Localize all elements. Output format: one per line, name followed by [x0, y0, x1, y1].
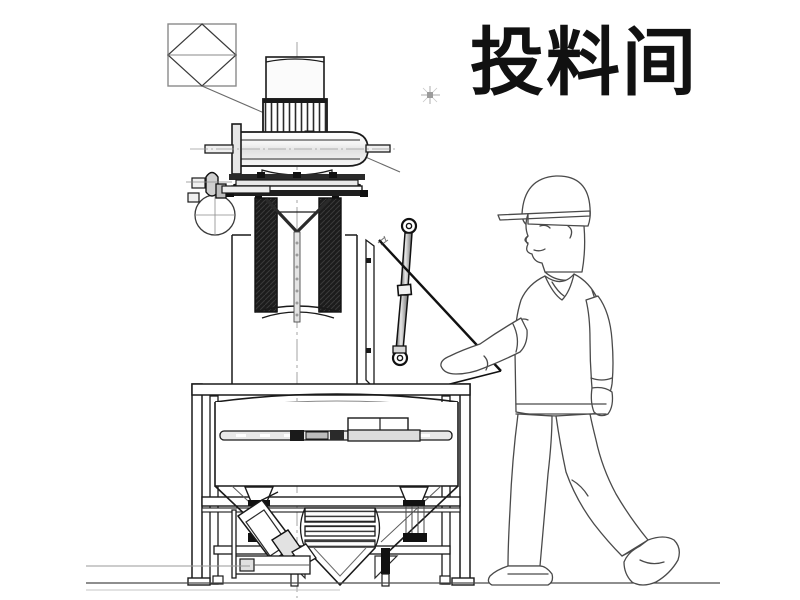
drive-motor [262, 56, 328, 144]
page-title: 投料间 [470, 20, 698, 106]
chute-side-panel [231, 234, 375, 392]
valve-handle-assembly [186, 171, 271, 203]
hopper-body [214, 393, 459, 557]
gas-strut [391, 217, 418, 367]
blower-housing [190, 123, 398, 175]
operator-figure [440, 175, 680, 586]
discharge-actuator [231, 491, 317, 579]
filter-cartridges [254, 197, 342, 323]
crosshair-marker [421, 86, 440, 104]
floor-datum [86, 565, 720, 591]
pressure-gauge [194, 194, 236, 236]
